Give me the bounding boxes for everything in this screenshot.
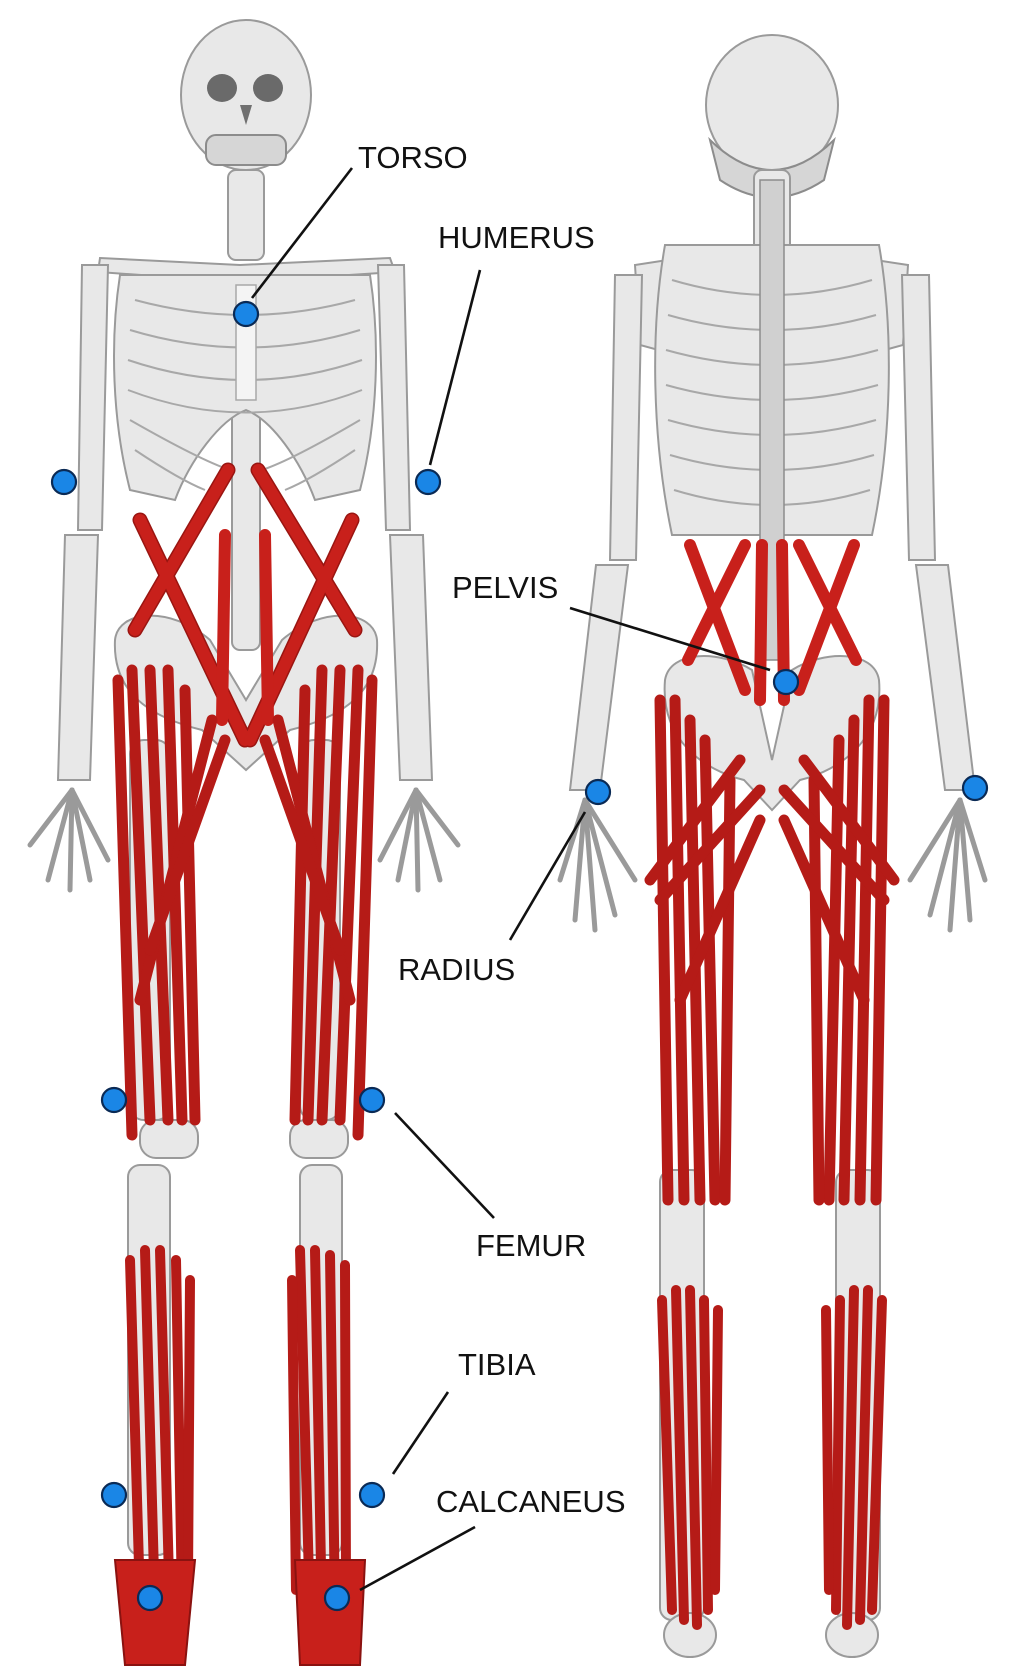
calcaneus-label: CALCANEUS: [436, 1484, 626, 1519]
forearm-back-left: [916, 565, 975, 790]
torso-label: TORSO: [358, 140, 468, 175]
calcaneus-right-marker: [138, 1586, 162, 1610]
calcaneus-leader-line: [360, 1527, 475, 1590]
torso-marker: [234, 302, 258, 326]
femur-right-marker: [102, 1088, 126, 1112]
humerus-back-left: [902, 275, 935, 560]
humerus-right-bone: [78, 265, 108, 530]
calcaneus-left-marker: [325, 1586, 349, 1610]
forearm-back-right: [570, 565, 628, 790]
ribcage-back: [655, 180, 889, 660]
radius-right-marker: [586, 780, 610, 804]
humerus-leader-line: [430, 270, 480, 465]
humerus-left-marker: [416, 470, 440, 494]
pelvis-label: PELVIS: [452, 570, 558, 605]
humerus-back-right: [610, 275, 642, 560]
femur-leader-line: [395, 1113, 494, 1218]
hands-back: [560, 800, 985, 930]
humerus-label: HUMERUS: [438, 220, 595, 255]
hands-front: [30, 790, 458, 890]
tibia-left-marker: [360, 1483, 384, 1507]
femur-left-marker: [360, 1088, 384, 1112]
tibia-right-marker: [102, 1483, 126, 1507]
posterior-skeleton-view: [560, 35, 985, 1657]
pelvis-marker: [774, 670, 798, 694]
skull-front: [181, 20, 311, 170]
forearm-left-bone: [390, 535, 432, 780]
tibia-leader-line: [393, 1392, 448, 1474]
radius-label: RADIUS: [398, 952, 515, 987]
tibia-label: TIBIA: [458, 1347, 536, 1382]
humerus-right-marker: [52, 470, 76, 494]
humerus-left-bone: [378, 265, 410, 530]
femur-label: FEMUR: [476, 1228, 586, 1263]
anterior-skeleton-view: [30, 20, 458, 1665]
radius-left-marker: [963, 776, 987, 800]
forearm-right-bone: [58, 535, 98, 780]
